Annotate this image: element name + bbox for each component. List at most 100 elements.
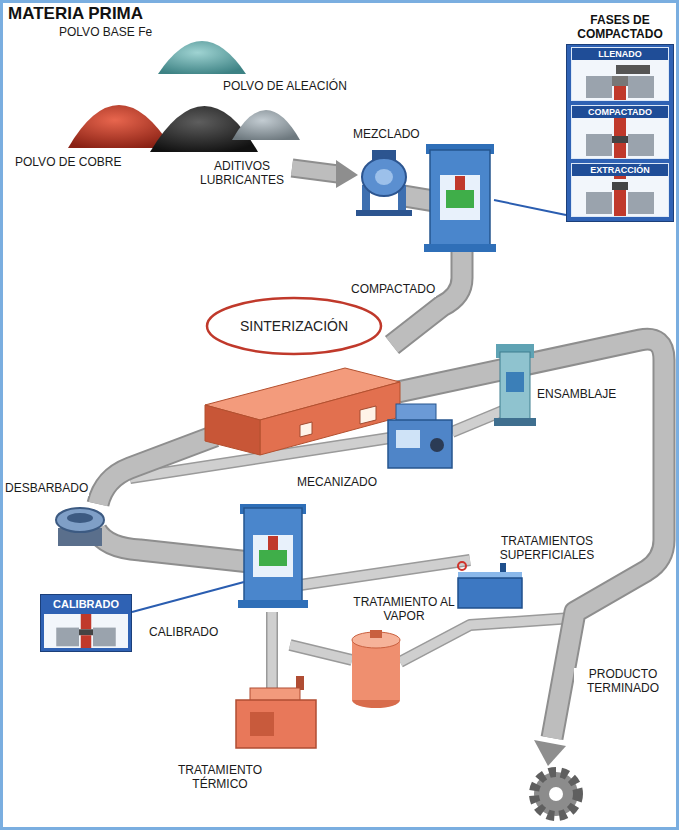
conveyor-road (400, 618, 572, 662)
die-illustration (44, 614, 128, 648)
press-machine (455, 176, 465, 190)
conveyor-road (400, 618, 572, 662)
conveyor-road (96, 168, 664, 738)
sizing-press (238, 600, 308, 608)
phase-box: COMPACTADO (571, 105, 669, 159)
assembly-machine (494, 344, 536, 426)
assembly-machine (500, 352, 530, 422)
die-illustration (44, 614, 128, 648)
sizing-press (268, 536, 278, 550)
die-illustration (614, 143, 626, 158)
conveyor-road (266, 612, 278, 690)
process-label: TRATAMIENTO TÉRMICO (168, 764, 272, 792)
die-illustration (628, 76, 654, 98)
press-machine (446, 190, 474, 208)
sintering-furnace (360, 406, 376, 424)
press-machine (424, 244, 496, 252)
diagram-title: MATERIA PRIMA (8, 4, 143, 24)
powder-pile (158, 41, 246, 74)
leader-line (132, 582, 244, 612)
conveyor-road (98, 436, 215, 504)
die-illustration (572, 118, 668, 158)
die-illustration (628, 134, 654, 156)
process-label: TRATAMIENTOS SUPERFICIALES (486, 535, 608, 563)
highlight-ellipse (207, 298, 381, 354)
phase-box: EXTRACCIÓN (571, 163, 669, 217)
die-illustration (81, 614, 92, 629)
die-illustration (572, 176, 668, 216)
sizing-press (244, 508, 302, 604)
sizing-press (238, 504, 308, 608)
conveyor-road (300, 560, 470, 585)
finished-gear (534, 772, 578, 816)
node-label: LLENADO (572, 48, 668, 60)
die-illustration (586, 76, 612, 98)
process-label: COMPACTADO (350, 283, 436, 297)
steam-treatment-vessel (370, 630, 382, 638)
process-label: POLVO DE ALEACIÓN (222, 80, 348, 94)
die-illustration (614, 176, 626, 179)
finished-gear (549, 787, 563, 801)
press-machine (424, 144, 496, 252)
node-label: CALIBRADO (44, 598, 128, 611)
die-illustration (586, 134, 612, 156)
flow-arrowhead (336, 160, 358, 188)
surface-treatment-tank (458, 562, 466, 570)
phase-box: LLENADO (571, 47, 669, 101)
deburring-machine (67, 513, 93, 523)
die-illustration (572, 176, 668, 216)
machining-center (396, 430, 420, 448)
machining-center (430, 438, 444, 452)
process-label: PRODUCTO TERMINADO (574, 668, 672, 696)
mixer-machine (375, 169, 393, 185)
process-label: MECANIZADO (296, 476, 378, 490)
heat-treatment-furnace (236, 700, 316, 748)
die-illustration (81, 635, 92, 648)
deburring-machine (56, 508, 104, 532)
node-label: COMPACTADO (572, 106, 668, 118)
die-illustration (628, 192, 654, 214)
die-illustration (572, 60, 668, 100)
die-illustration (614, 190, 626, 216)
die-illustration (572, 118, 668, 158)
die-illustration (612, 182, 628, 190)
powder-pile (68, 105, 172, 148)
process-label: POLVO BASE Fe (58, 26, 153, 40)
phase-panel: FASES DE COMPACTADOLLENADOCOMPACTADOEXTR… (566, 14, 674, 222)
sintering-furnace (205, 368, 400, 455)
node-label: EXTRACCIÓN (572, 164, 668, 176)
die-illustration (612, 76, 628, 86)
powder-pile (232, 110, 300, 140)
sizing-press (259, 550, 287, 566)
mixer-machine (356, 210, 412, 216)
die-illustration (79, 629, 93, 635)
flow-arrowhead (336, 160, 566, 766)
sizing-panel: CALIBRADO (40, 594, 132, 652)
surface-treatment-tank (458, 578, 522, 608)
conveyor-road (292, 168, 338, 174)
sintering-furnace (260, 382, 400, 455)
flow-arrowhead (534, 740, 566, 766)
die-illustration (572, 60, 668, 100)
conveyor-road (300, 560, 470, 585)
machining-center (388, 420, 452, 468)
node-label: SINTERIZACIÓN (240, 318, 348, 334)
conveyor-road (96, 530, 250, 562)
conveyor-road (268, 612, 277, 690)
die-illustration (614, 86, 626, 100)
die-illustration (614, 118, 626, 136)
process-label: TRATAMIENTO AL VAPOR (352, 596, 456, 624)
press-machine (430, 150, 490, 248)
steam-treatment-vessel (352, 630, 400, 708)
process-label: POLVO DE COBRE (14, 156, 122, 170)
surface-treatment-tank (458, 560, 522, 608)
heat-treatment-furnace (250, 712, 274, 736)
process-label: CALIBRADO (148, 626, 219, 640)
finished-gear (534, 772, 578, 816)
highlight-ellipse-box: SINTERIZACIÓN (205, 296, 383, 356)
process-label: MEZCLADO (352, 128, 421, 142)
sintering-furnace (205, 405, 260, 455)
steam-treatment-vessel (352, 640, 400, 700)
